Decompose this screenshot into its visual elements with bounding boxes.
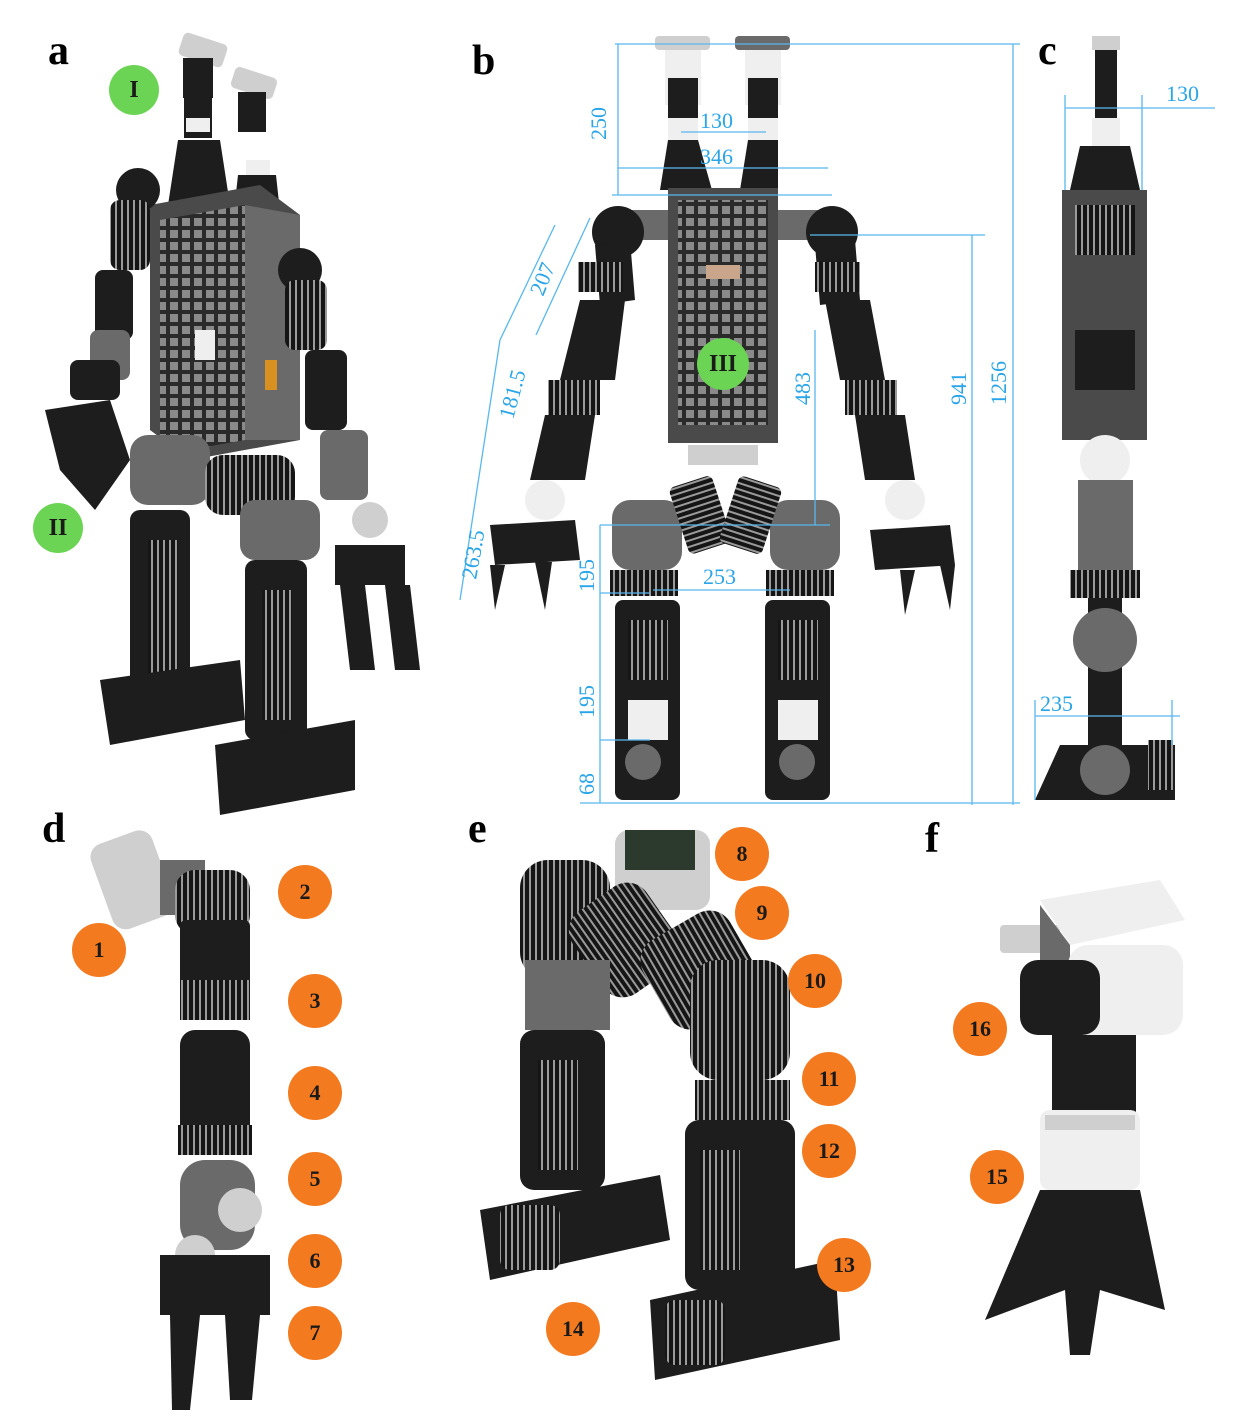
badge-joint-3: 3 xyxy=(288,974,342,1028)
badge-joint-7: 7 xyxy=(288,1306,342,1360)
panel-letter-b: b xyxy=(472,38,496,84)
panel-b-dimension-lines xyxy=(459,43,1020,805)
panel-letter-c: c xyxy=(1038,28,1057,74)
badge-joint-8: 8 xyxy=(715,827,769,881)
badge-head-module: I xyxy=(109,65,159,115)
panel-letter-d: d xyxy=(42,806,66,852)
badge-joint-16: 16 xyxy=(953,1002,1007,1056)
panel-letter-f: f xyxy=(925,816,939,862)
badge-joint-4: 4 xyxy=(288,1066,342,1120)
badge-joint-2: 2 xyxy=(278,865,332,919)
badge-arm-module: II xyxy=(33,503,83,553)
badge-joint-9: 9 xyxy=(735,886,789,940)
badge-joint-11: 11 xyxy=(802,1052,856,1106)
panel-c-dimension-lines xyxy=(1034,95,1215,800)
panel-c-robot-side-view xyxy=(1035,36,1175,800)
badge-joint-14: 14 xyxy=(546,1302,600,1356)
panel-b-robot-front-view xyxy=(490,36,955,800)
panel-letter-e: e xyxy=(468,806,487,852)
badge-joint-1: 1 xyxy=(72,923,126,977)
panel-d-arm-illustration xyxy=(90,830,270,1410)
panel-a-robot-illustration xyxy=(45,32,420,815)
panel-f-head-illustration xyxy=(985,880,1185,1355)
panel-e-legs-illustration xyxy=(480,830,840,1380)
panel-letter-a: a xyxy=(48,28,69,74)
badge-joint-15: 15 xyxy=(970,1150,1024,1204)
badge-joint-6: 6 xyxy=(288,1234,342,1288)
badge-joint-13: 13 xyxy=(817,1238,871,1292)
badge-torso-module: III xyxy=(697,338,749,390)
badge-joint-12: 12 xyxy=(802,1124,856,1178)
badge-joint-10: 10 xyxy=(788,954,842,1008)
badge-joint-5: 5 xyxy=(288,1152,342,1206)
